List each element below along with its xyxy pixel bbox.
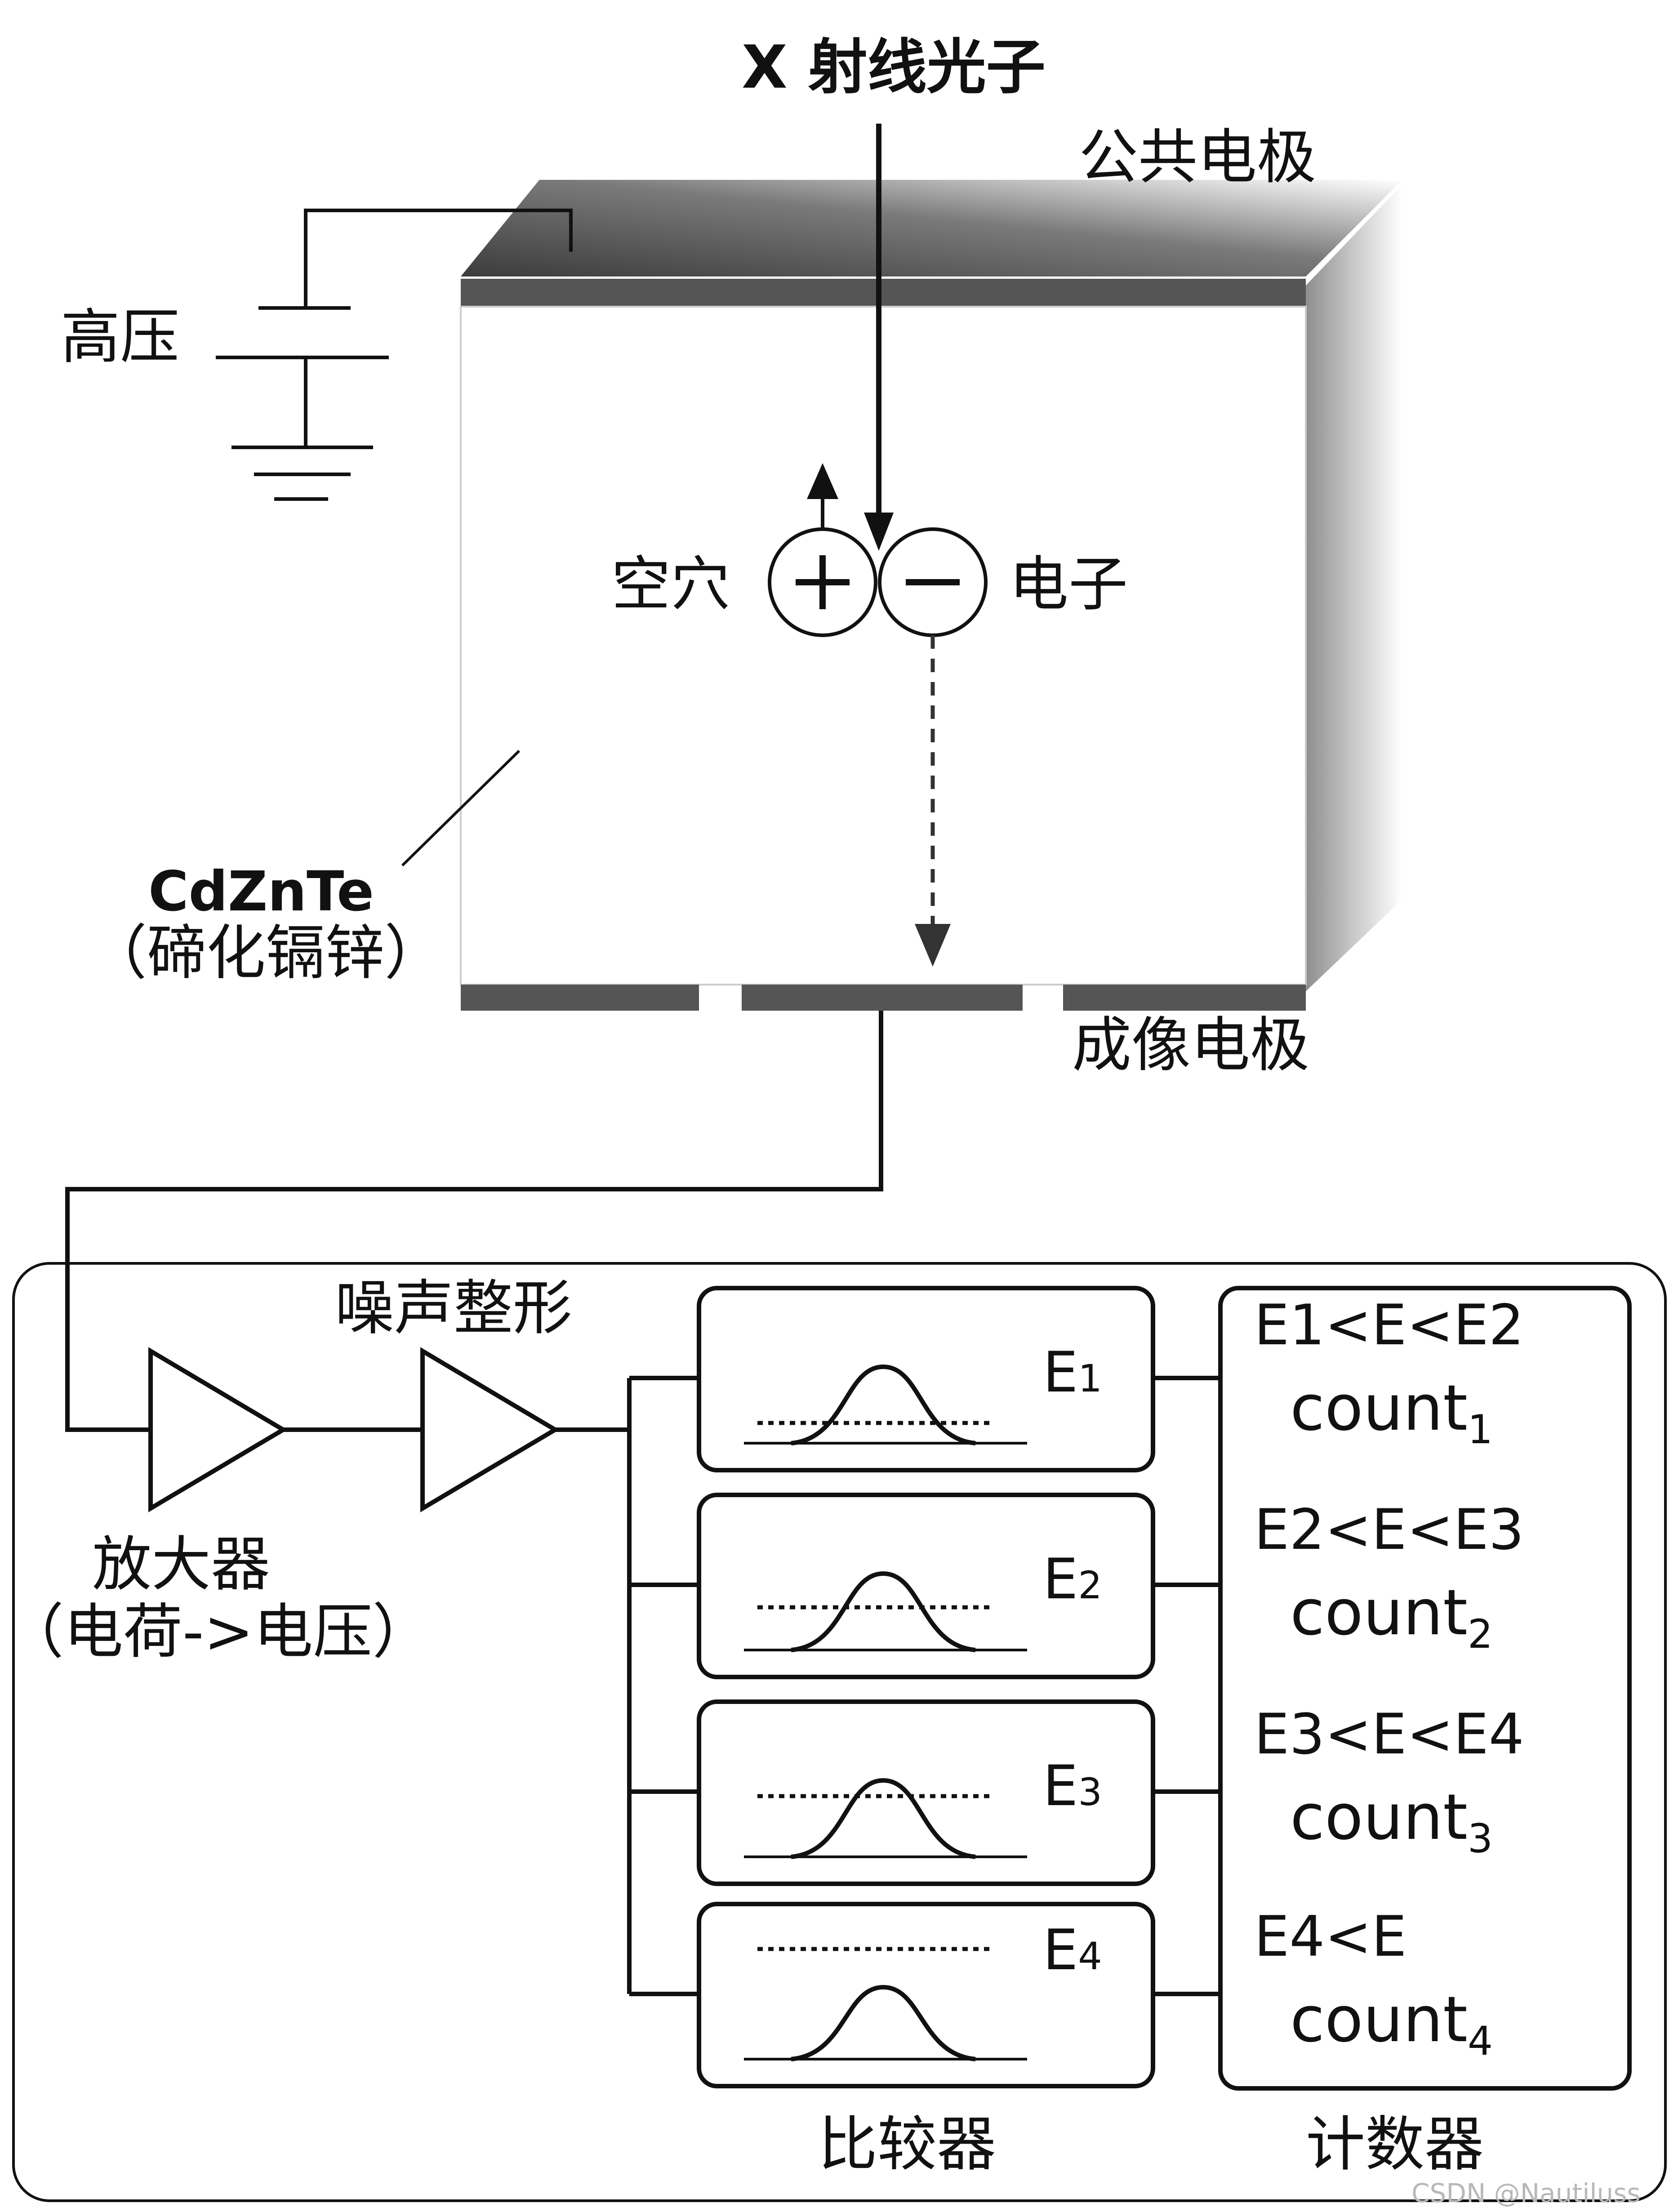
pixel-signal-line [65,1011,883,1432]
counters-label: 计数器 [1306,2110,1484,2179]
common-electrode-label: 公共电极 [1079,123,1316,192]
crystal-front-face [460,306,1307,986]
counter-4: E4<E count4 [1254,1904,1493,2064]
xray-photon-label: X 射线光子 [742,33,1046,102]
material-name: CdZnTe [148,860,374,923]
counter-range: E1<E<E2 [1254,1293,1524,1358]
imaging-electrode-label: 成像电极 [1072,1011,1309,1080]
counter-count: count4 [1290,1983,1493,2064]
counter-count: count2 [1290,1576,1493,1657]
imaging-electrode-center [742,985,1023,1011]
crystal-side-face [1306,184,1402,991]
electron-label: 电子 [1009,550,1128,619]
pulse-shape [791,1571,976,1652]
counter-1: E1<E<E2 count1 [1254,1293,1524,1453]
high-voltage-source [216,209,573,501]
counter-stack: E1<E<E2count1E2<E<E3count2E3<E<E4count3E… [1254,1293,1524,2064]
hole-label: 空穴 [611,550,730,619]
noise-shaping-amplifier [420,1347,560,1512]
counter-count: count3 [1290,1781,1493,1862]
common-electrode [461,279,1306,307]
counter-range: E4<E [1254,1904,1407,1969]
high-voltage-label: 高压 [61,303,179,372]
watermark: CSDN @Nautiluss [1411,2178,1641,2208]
imaging-electrode-right [1063,985,1306,1011]
comparator-3: E3 [697,1699,1220,1886]
hole-carrier [768,463,877,637]
comparator-bus [555,1376,699,1996]
readout-circuit-box [12,1262,1667,2202]
detector-crystal [460,180,1402,1011]
xray-arrowhead [864,513,894,551]
counter-count: count1 [1290,1372,1493,1453]
amplifier-sub-label: （电荷->电压） [4,1597,432,1667]
comparator-1: E1 [697,1286,1220,1472]
noise-shaping-label: 噪声整形 [335,1274,572,1343]
counter-range: E3<E<E4 [1254,1702,1524,1767]
charge-amplifier [148,1347,288,1512]
material-pointer [401,749,521,867]
counter-range: E2<E<E3 [1254,1498,1524,1562]
crystal-top-face [461,180,1402,276]
pulse-shape [791,1364,976,1445]
imaging-electrode-left [461,985,699,1011]
comparator-2: E2 [697,1493,1220,1679]
counter-2: E2<E<E3 count2 [1254,1498,1524,1657]
material-cn-label: （碲化镉锌） [88,919,444,988]
pulse-shape [791,1778,976,1859]
pulse-shape [791,1985,976,2061]
comparator-4: E4 [697,1902,1220,2088]
comparators-label: 比较器 [818,2110,996,2179]
amplifier-label: 放大器 [92,1530,270,1599]
counter-box [1218,1286,1632,2091]
electron-carrier [878,527,988,967]
counter-3: E3<E<E4 count3 [1254,1702,1524,1862]
